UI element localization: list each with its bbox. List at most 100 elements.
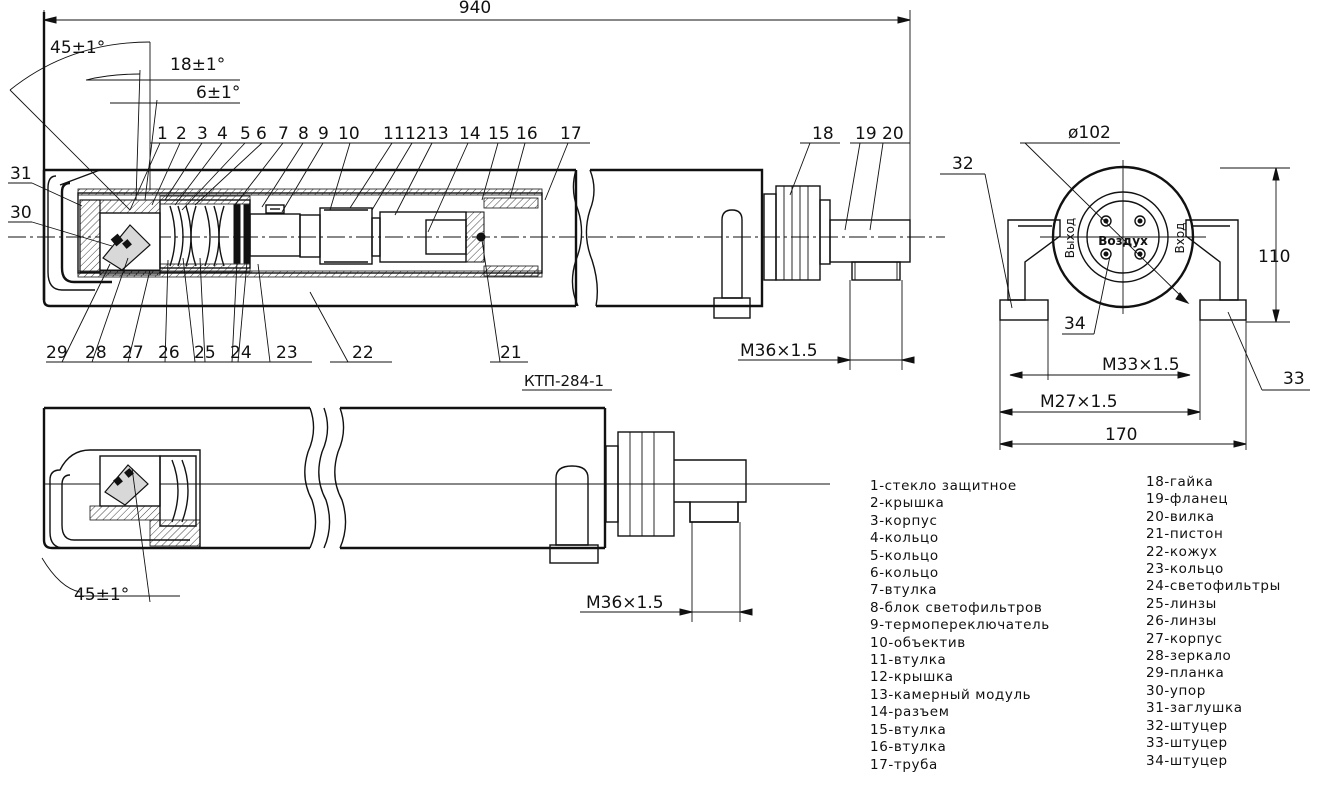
callout-8: 8 <box>298 124 309 144</box>
legend-item: 22-кожух <box>1146 543 1218 560</box>
callout-10: 10 <box>338 124 360 144</box>
diameter-label: ø102 <box>1068 123 1111 143</box>
objective-10 <box>319 207 373 265</box>
angle-45-text: 45±1° <box>50 38 105 58</box>
legend-item: 18-гайка <box>1146 474 1214 490</box>
bottom-view: 45±1° M36×1.5 <box>41 406 830 622</box>
callout-6: 6 <box>256 124 267 144</box>
legend-item: 21-пистон <box>1146 526 1224 543</box>
callouts-bottom: 29 28 27 26 25 24 23 22 21 <box>46 239 528 363</box>
thread-m36-bottom: M36×1.5 <box>586 593 664 613</box>
callout-2: 2 <box>176 124 187 144</box>
callout-22: 22 <box>352 343 374 363</box>
legend-item: 12-крышка <box>870 669 954 686</box>
callout-14: 14 <box>459 124 481 144</box>
legend-item: 9-термопереключатель <box>870 617 1050 634</box>
callout-9: 9 <box>318 124 329 144</box>
legend-item: 11-втулка <box>870 652 947 669</box>
legend-item: 15-втулка <box>870 721 947 738</box>
callout-21: 21 <box>500 343 522 363</box>
height-110: 110 <box>1258 247 1290 267</box>
callouts-left: 31 30 <box>8 164 113 247</box>
callout-7: 7 <box>278 124 289 144</box>
callout-33: 33 <box>1283 369 1305 389</box>
legend-item: 24-светофильтры <box>1146 578 1281 595</box>
dimension-940: 940 <box>43 0 911 220</box>
main-section-view <box>8 12 945 319</box>
plug-31 <box>79 199 101 273</box>
legend-right: 18-гайка 19-фланец 20-вилка 21-пистон 22… <box>1146 474 1281 770</box>
lens-stack <box>169 205 225 267</box>
fitting-33 <box>1199 299 1247 321</box>
inlet-label: Вход <box>1173 223 1187 254</box>
legend-item: 27-корпус <box>1146 630 1223 647</box>
elbow-pipe <box>721 209 743 299</box>
legend-item: 7-втулка <box>870 582 938 599</box>
callout-27: 27 <box>122 343 144 363</box>
callout-23: 23 <box>276 343 298 363</box>
callout-12: 12 <box>405 124 427 144</box>
legend-item: 8-блок светофильтров <box>870 599 1043 616</box>
callout-5: 5 <box>240 124 251 144</box>
legend-item: 17-труба <box>870 756 938 773</box>
angle-45-bottom: 45±1° <box>74 585 129 605</box>
nut-18 <box>775 185 821 281</box>
angle-18-text: 18±1° <box>170 55 225 75</box>
plug-20 <box>829 219 911 263</box>
legend-item: 5-кольцо <box>870 547 939 564</box>
callout-1: 1 <box>157 124 168 144</box>
legend-item: 26-линзы <box>1146 613 1217 630</box>
callout-16: 16 <box>516 124 538 144</box>
legend-item: 13-камерный модуль <box>870 686 1032 703</box>
legend-item: 32-штуцер <box>1146 717 1228 734</box>
outlet-label: Выход <box>1063 218 1077 258</box>
model-label: КТП-284-1 <box>524 372 604 390</box>
callout-11: 11 <box>383 124 405 144</box>
callouts-top: 1 2 3 4 5 6 7 8 9 10 11 12 13 14 15 16 1… <box>129 124 910 233</box>
thread-m27: M27×1.5 <box>1040 392 1118 412</box>
legend-item: 1-стекло защитное <box>870 478 1017 494</box>
legend-item: 6-кольцо <box>870 565 939 582</box>
callout-30: 30 <box>10 203 32 223</box>
legend-item: 28-зеркало <box>1146 648 1232 665</box>
callout-18: 18 <box>812 124 834 144</box>
legend-item: 4-кольцо <box>870 530 939 547</box>
dimension-m36-top: M36×1.5 <box>738 280 915 370</box>
legend-left: 1-стекло защитное 2-крышка 3-корпус 4-ко… <box>870 478 1050 774</box>
callout-19: 19 <box>855 124 877 144</box>
air-label: Воздух <box>1098 234 1148 248</box>
legend-item: 14-разъем <box>870 704 950 721</box>
callout-15: 15 <box>488 124 510 144</box>
callout-3: 3 <box>197 124 208 144</box>
fitting-32 <box>999 299 1049 321</box>
width-170: 170 <box>1105 425 1137 445</box>
callout-17: 17 <box>560 124 582 144</box>
callout-34: 34 <box>1064 314 1086 334</box>
callout-28: 28 <box>85 343 107 363</box>
legend-item: 25-линзы <box>1146 595 1217 612</box>
callout-29: 29 <box>46 343 68 363</box>
side-view: Воздух Выход Вход ø102 32 33 34 110 <box>940 123 1310 450</box>
callout-25: 25 <box>194 343 216 363</box>
callout-32: 32 <box>952 154 974 174</box>
legend-item: 19-фланец <box>1146 491 1229 508</box>
legend-item: 2-крышка <box>870 495 945 512</box>
angle-dimensions: 45±1° 18±1° 6±1° <box>9 38 240 211</box>
legend-item: 3-корпус <box>870 512 938 529</box>
callout-20: 20 <box>882 124 904 144</box>
callout-13: 13 <box>427 124 449 144</box>
legend-item: 23-кольцо <box>1146 561 1224 578</box>
callout-31: 31 <box>10 164 32 184</box>
legend-item: 30-упор <box>1146 682 1206 699</box>
legend-item: 34-штуцер <box>1146 752 1228 769</box>
legend-item: 31-заглушка <box>1146 700 1243 717</box>
legend-item: 10-объектив <box>870 634 966 651</box>
legend-item: 33-штуцер <box>1146 735 1228 752</box>
callout-24: 24 <box>230 343 252 363</box>
callout-4: 4 <box>217 124 228 144</box>
dim-940-text: 940 <box>459 0 491 18</box>
filter-24a <box>233 204 241 264</box>
angle-6-text: 6±1° <box>196 83 240 103</box>
legend-item: 20-вилка <box>1146 508 1215 525</box>
